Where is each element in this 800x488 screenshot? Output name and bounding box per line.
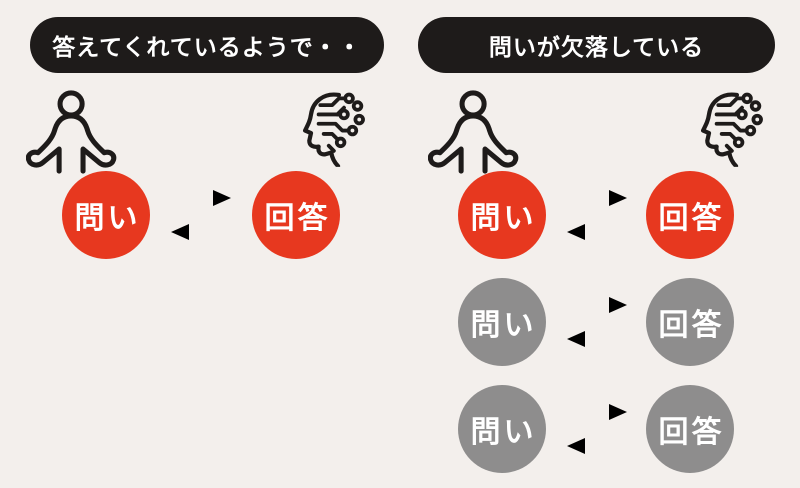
answer-circle: 回答: [646, 385, 734, 473]
exchange-arrows-icon: [169, 189, 233, 241]
question-circle: 問い: [458, 278, 546, 366]
question-circle: 問い: [458, 385, 546, 473]
panel-left-title: 答えてくれているようで・・: [52, 34, 362, 60]
answer-circle: 回答: [252, 171, 340, 259]
ai-circuit-head-icon: [300, 88, 366, 168]
person-shrug-icon: [26, 90, 118, 175]
answer-circle: 回答: [646, 171, 734, 259]
exchange-arrows-icon: [565, 189, 629, 241]
exchange-arrows-icon: [565, 296, 629, 348]
question-circle: 問い: [62, 171, 150, 259]
panel-right-title-pill: 問いが欠落している: [418, 17, 775, 73]
answer-circle: 回答: [646, 278, 734, 366]
panel-left-title-pill: 答えてくれているようで・・: [30, 17, 384, 73]
panel-right-title: 問いが欠落している: [488, 34, 705, 60]
ai-circuit-head-icon: [698, 88, 764, 168]
person-shrug-icon: [428, 90, 520, 175]
exchange-arrows-icon: [565, 403, 629, 455]
question-circle: 問い: [458, 171, 546, 259]
